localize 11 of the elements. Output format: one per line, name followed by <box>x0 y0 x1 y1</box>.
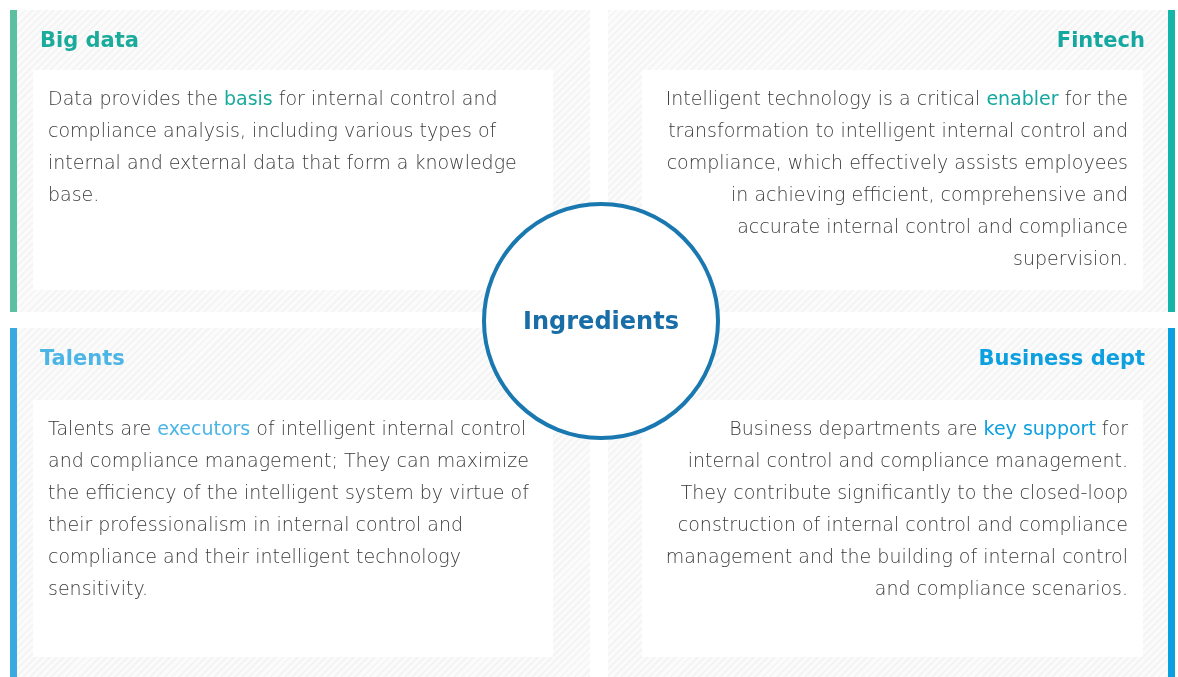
circle-label: Ingredients <box>523 307 679 335</box>
panel-heading: Fintech <box>1056 28 1145 52</box>
panel-heading: Business dept <box>978 346 1145 370</box>
panel-text: Intelligent technology is a critical enabler for the transformation to intelligent internal control and compliance, which effectively assists employees in achieving efficient, comprehensive and accurate internal control and compliance supervision. <box>664 86 1129 271</box>
panel-heading: Big data <box>40 28 139 52</box>
panel-heading: Talents <box>40 346 125 370</box>
panel-text: Business departments are key support for internal control and compliance management. They contribute significantly to the closed-loop construction of internal control and compliance management and the building of internal control and compliance scenarios. <box>664 416 1129 601</box>
panel-text: Talents are executors of intelligent internal control and compliance management; They can maximize the efficiency of the intelligent system by virtue of their professionalism in internal control and compliance and their intelligent technology sensitivity. <box>47 416 530 601</box>
panel-text: Data provides the basis for internal control and compliance analysis, including various types of internal and external data that form a knowledge base. <box>47 86 518 207</box>
info-panel <box>10 10 590 312</box>
info-panel <box>608 10 1175 312</box>
